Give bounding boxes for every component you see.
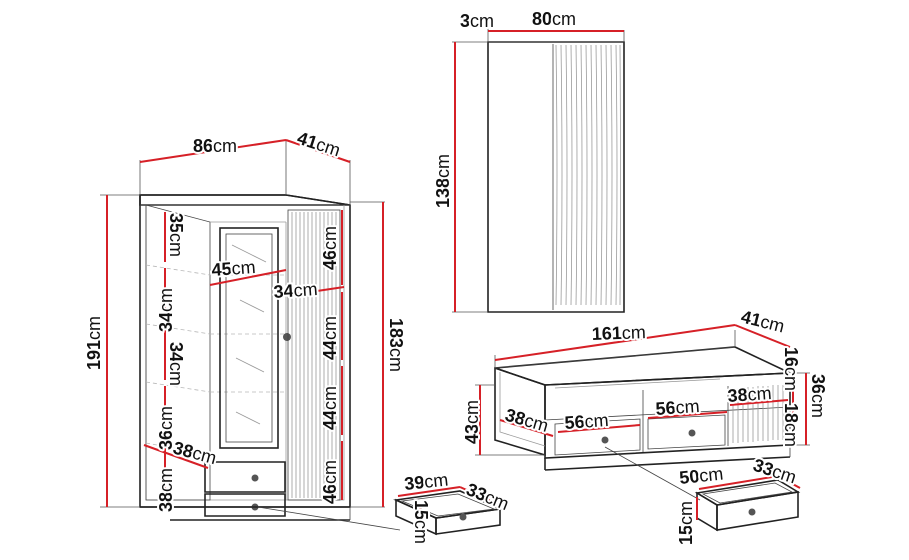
label-shelf-3: 34cm xyxy=(166,342,186,386)
dimension-lines xyxy=(100,26,810,522)
label-wardrobe-height: 191cm xyxy=(84,316,104,370)
tv-cabinet-drawer xyxy=(694,479,801,532)
label-shelf-4: 36cm xyxy=(156,406,176,450)
label-tv-left-section: 38cm xyxy=(503,405,551,436)
label-shelf-2: 34cm xyxy=(156,288,176,332)
label-small-drawer-height: 15cm xyxy=(411,500,431,544)
label-tv-right-section: 38cm xyxy=(727,383,772,406)
label-tv-height: 43cm xyxy=(462,400,482,444)
label-shelf-top: 35cm xyxy=(166,213,186,257)
dimension-labels: 86cm 41cm 191cm 183cm 35cm 34cm 34cm 36c… xyxy=(82,7,830,547)
label-tv-drawer-out-width: 50cm xyxy=(678,463,724,487)
wardrobe-drawer xyxy=(393,490,503,536)
label-wardrobe-depth: 41cm xyxy=(295,128,343,161)
label-right-mid1: 44cm xyxy=(320,316,340,360)
label-tv-top-section: 16cm xyxy=(781,347,801,391)
label-tv-width: 161cm xyxy=(591,322,646,344)
label-tv-drawer-2: 56cm xyxy=(655,396,700,419)
label-right-mid2: 44cm xyxy=(320,386,340,430)
label-tv-depth: 41cm xyxy=(739,306,787,336)
label-right-bottom: 46cm xyxy=(320,460,340,504)
label-tv-right-height: 36cm xyxy=(808,374,828,418)
label-mirror-width: 80cm xyxy=(532,9,576,29)
wardrobe xyxy=(139,194,401,531)
label-small-drawer-width: 39cm xyxy=(403,469,449,493)
label-right-section-width: 34cm xyxy=(273,279,318,302)
label-wardrobe-inner-height: 183cm xyxy=(386,318,406,372)
label-tv-drawer-out-height: 15cm xyxy=(676,501,696,545)
mirror xyxy=(487,41,625,313)
label-mirror-depth: 3cm xyxy=(460,11,494,31)
label-right-top: 46cm xyxy=(320,226,340,270)
label-glass-door-width: 45cm xyxy=(211,257,256,280)
label-tv-bottom-section: 18cm xyxy=(781,403,801,447)
label-drawer-bottom: 38cm xyxy=(156,468,176,512)
label-wardrobe-width: 86cm xyxy=(193,136,237,156)
label-mirror-height: 138cm xyxy=(433,154,453,208)
label-small-drawer-depth: 33cm xyxy=(464,479,512,514)
label-tv-drawer-1: 56cm xyxy=(564,410,609,433)
